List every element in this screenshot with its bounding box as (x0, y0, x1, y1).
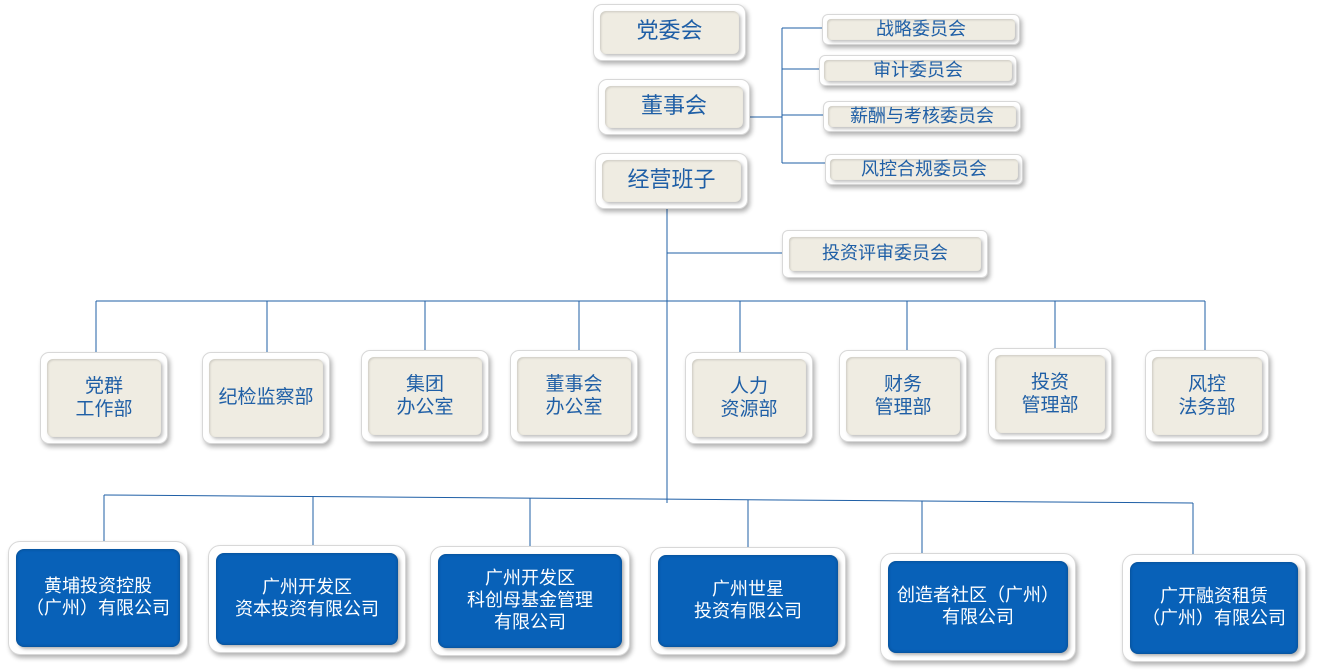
subsidiary-label: 广州开发区 科创母基金管理 有限公司 (438, 554, 622, 648)
management-label: 经营班子 (602, 160, 741, 202)
dept-human-resources: 人力 资源部 (685, 352, 813, 444)
committee-audit: 审计委员会 (819, 55, 1017, 86)
party-committee-box: 党委会 (593, 4, 746, 61)
committee-compensation: 薪酬与考核委员会 (823, 101, 1021, 132)
dept-label: 纪检监察部 (209, 359, 323, 437)
dept-discipline: 纪检监察部 (202, 352, 330, 444)
subsidiary-huangpu-holdings: 黄埔投资控股 （广州）有限公司 (8, 541, 188, 655)
committee-strategy: 战略委员会 (822, 14, 1020, 45)
committee-label: 薪酬与考核委员会 (828, 106, 1016, 127)
committee-label: 审计委员会 (824, 60, 1012, 81)
dept-group-office: 集团 办公室 (361, 350, 489, 442)
subsidiary-capital-investment: 广州开发区 资本投资有限公司 (208, 545, 406, 653)
dept-label: 董事会 办公室 (517, 357, 631, 435)
dept-risk-legal: 风控 法务部 (1145, 350, 1269, 442)
dept-label: 财务 管理部 (846, 357, 960, 435)
subsidiary-shixing-investment: 广州世星 投资有限公司 (650, 547, 846, 655)
committee-label: 战略委员会 (827, 19, 1015, 40)
dept-label: 人力 资源部 (692, 359, 806, 437)
subsidiary-label: 广州世星 投资有限公司 (658, 555, 838, 647)
dept-label: 风控 法务部 (1152, 357, 1262, 435)
subsidiary-label: 广开融资租赁 （广州）有限公司 (1130, 562, 1298, 654)
subsidiary-label: 创造者社区（广州） 有限公司 (888, 561, 1068, 653)
board-box: 董事会 (598, 79, 750, 135)
dept-board-office: 董事会 办公室 (510, 350, 638, 442)
dept-party-affairs: 党群 工作部 (40, 352, 168, 444)
subsidiary-label: 广州开发区 资本投资有限公司 (216, 553, 398, 645)
dept-finance: 财务 管理部 (839, 350, 967, 442)
subsidiary-mother-fund: 广州开发区 科创母基金管理 有限公司 (430, 546, 630, 656)
dept-label: 集团 办公室 (368, 357, 482, 435)
subsidiary-creators-community: 创造者社区（广州） 有限公司 (880, 553, 1076, 661)
dept-label: 党群 工作部 (47, 359, 161, 437)
subsidiary-financial-leasing: 广开融资租赁 （广州）有限公司 (1122, 554, 1306, 662)
party-committee-label: 党委会 (600, 11, 739, 54)
management-box: 经营班子 (595, 153, 748, 209)
board-label: 董事会 (605, 86, 743, 128)
dept-label: 投资 管理部 (995, 355, 1105, 433)
committee-label: 风控合规委员会 (830, 159, 1018, 180)
investment-committee-label: 投资评审委员会 (789, 237, 981, 271)
dept-investment: 投资 管理部 (988, 348, 1112, 440)
committee-risk-compliance: 风控合规委员会 (825, 154, 1023, 185)
subsidiary-label: 黄埔投资控股 （广州）有限公司 (16, 549, 180, 647)
investment-committee-box: 投资评审委员会 (782, 230, 988, 278)
